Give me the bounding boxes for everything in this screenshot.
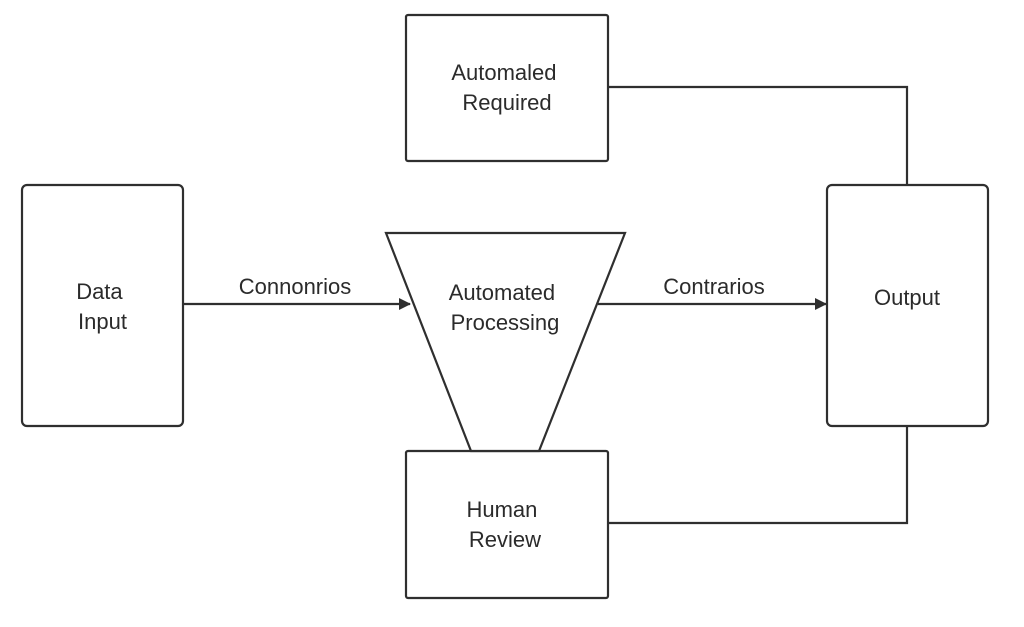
node-automated-processing-line-1: Automated bbox=[449, 280, 555, 305]
node-human-review-line-1: Human bbox=[466, 497, 537, 522]
connector-required-to-output bbox=[608, 85, 909, 186]
node-output bbox=[825, 183, 990, 428]
connector-review-to-output bbox=[608, 426, 909, 525]
node-human-review-label: Human Review bbox=[466, 497, 543, 552]
node-automated-processing-label: Automated Processing bbox=[449, 280, 562, 335]
edge-label-input-to-processing: Connonrios bbox=[239, 274, 352, 299]
node-automated-required-label: Automaled Required bbox=[451, 60, 562, 115]
node-automated-required-line-2: Required bbox=[462, 90, 551, 115]
node-output-label: Output bbox=[874, 285, 940, 310]
node-data-input-line-2: Input bbox=[78, 309, 127, 334]
edge-label-processing-to-output: Contrarios bbox=[663, 274, 764, 299]
node-data-input-label: Data Input bbox=[76, 279, 129, 334]
node-automated-processing bbox=[384, 231, 627, 453]
node-data-input-line-1: Data bbox=[76, 279, 123, 304]
node-data-input bbox=[20, 183, 185, 428]
node-human-review bbox=[404, 449, 610, 600]
node-automated-processing-line-2: Processing bbox=[451, 310, 560, 335]
node-automated-required bbox=[404, 13, 610, 163]
node-human-review-line-2: Review bbox=[469, 527, 541, 552]
node-automated-required-line-1: Automaled bbox=[451, 60, 556, 85]
